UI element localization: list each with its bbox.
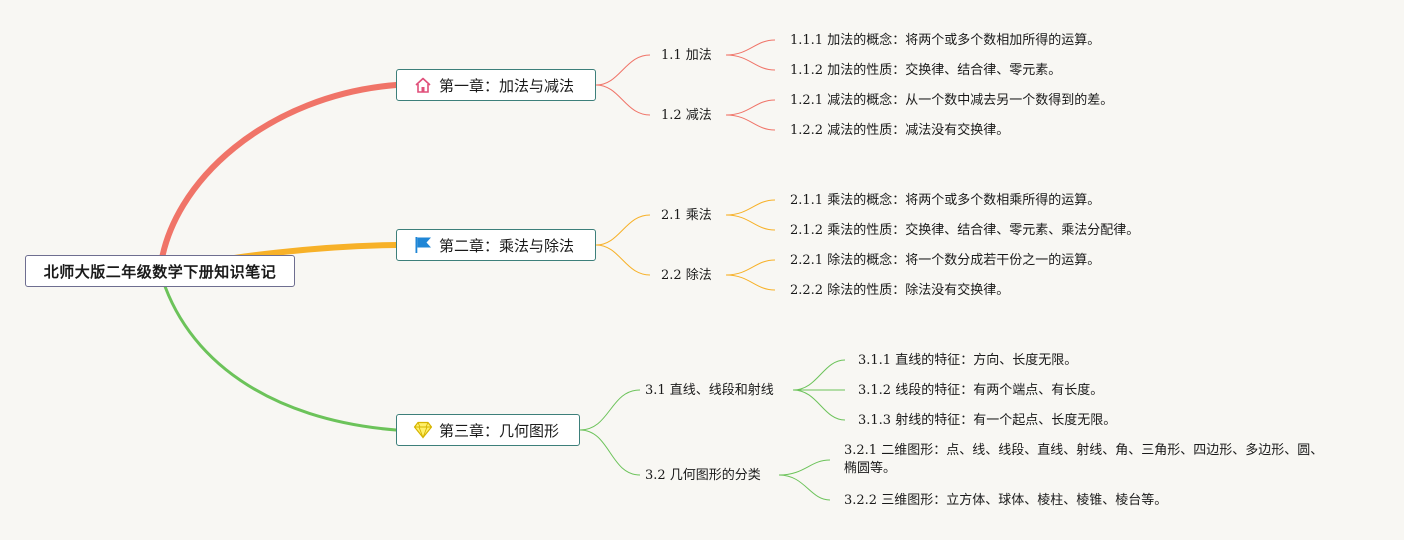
item-1-1-2[interactable]: 1.1.2 加法的性质：交换律、结合律、零元素。 <box>790 63 1062 78</box>
chapter-3-topic[interactable]: 第三章：几何图形 <box>396 414 580 446</box>
chapter-1-label: 第一章：加法与减法 <box>439 76 575 95</box>
section-2-2[interactable]: 2.2 除法 <box>661 268 712 283</box>
section-1-1[interactable]: 1.1 加法 <box>661 48 712 63</box>
item-1-2-1[interactable]: 1.2.1 减法的概念：从一个数中减去另一个数得到的差。 <box>790 93 1114 108</box>
chapter-3-label: 第三章：几何图形 <box>439 421 560 440</box>
chapter-1-topic[interactable]: 第一章：加法与减法 <box>396 69 596 101</box>
section-1-2[interactable]: 1.2 减法 <box>661 108 712 123</box>
branch-chapter-3 <box>158 269 398 432</box>
item-2-1-1[interactable]: 2.1.1 乘法的概念：将两个或多个数相乘所得的运算。 <box>790 193 1101 208</box>
item-3-1-2[interactable]: 3.1.2 线段的特征：有两个端点、有长度。 <box>858 383 1104 398</box>
item-1-1-1[interactable]: 1.1.1 加法的概念：将两个或多个数相加所得的运算。 <box>790 33 1101 48</box>
item-3-1-3[interactable]: 3.1.3 射线的特征：有一个起点、长度无限。 <box>858 413 1117 428</box>
item-1-2-2[interactable]: 1.2.2 减法的性质：减法没有交换律。 <box>790 123 1010 138</box>
item-2-1-2[interactable]: 2.1.2 乘法的性质：交换律、结合律、零元素、乘法分配律。 <box>790 223 1140 238</box>
section-3-2[interactable]: 3.2 几何图形的分类 <box>645 468 761 483</box>
chapter-2-topic[interactable]: 第二章：乘法与除法 <box>396 229 596 261</box>
diamond-icon <box>413 420 433 440</box>
item-2-2-1[interactable]: 2.2.1 除法的概念：将一个数分成若干份之一的运算。 <box>790 253 1101 268</box>
root-topic[interactable]: 北师大版二年级数学下册知识笔记 <box>25 255 295 287</box>
section-2-1[interactable]: 2.1 乘法 <box>661 208 712 223</box>
branch-chapter-1 <box>157 82 399 274</box>
item-2-2-2[interactable]: 2.2.2 除法的性质：除法没有交换律。 <box>790 283 1010 298</box>
item-3-2-1[interactable]: 3.2.1 二维图形：点、线、线段、直线、射线、角、三角形、四边形、多边形、圆、… <box>844 443 1324 476</box>
flag-icon <box>413 235 433 255</box>
section-3-1[interactable]: 3.1 直线、线段和射线 <box>645 383 774 398</box>
chapter-2-label: 第二章：乘法与除法 <box>439 236 575 255</box>
house-icon <box>413 75 433 95</box>
item-3-2-2[interactable]: 3.2.2 三维图形：立方体、球体、棱柱、棱锥、棱台等。 <box>844 493 1168 508</box>
item-3-1-1[interactable]: 3.1.1 直线的特征：方向、长度无限。 <box>858 353 1078 368</box>
